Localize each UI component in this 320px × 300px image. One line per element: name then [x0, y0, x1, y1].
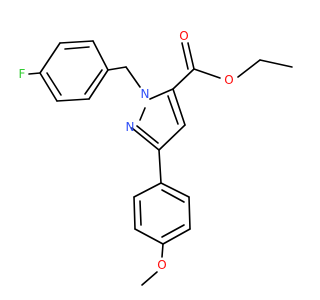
bond: [133, 182, 162, 198]
bond: [39, 72, 58, 102]
bond: [172, 68, 195, 90]
bond: [187, 42, 195, 70]
bond: [181, 42, 189, 70]
bond: [88, 69, 109, 100]
bond: [39, 42, 61, 74]
bond: [161, 189, 185, 203]
bond: [56, 98, 90, 102]
bond: [84, 69, 103, 95]
bond: [237, 59, 261, 78]
atom-label-ester-carbonyl-oxygen: O: [179, 29, 188, 43]
bond: [188, 196, 191, 230]
bond: [92, 40, 109, 71]
bond: [131, 127, 160, 151]
bond: [161, 243, 164, 258]
bond: [46, 72, 62, 96]
bond: [133, 196, 136, 230]
bond: [139, 200, 142, 226]
bond: [172, 88, 186, 126]
atom-label-ester-ether-oxygen: O: [224, 73, 233, 87]
atom-labels: F N N O O O: [19, 29, 234, 272]
bond: [158, 149, 162, 184]
bond: [64, 46, 90, 50]
structure-drawing: F N N O O O: [19, 29, 293, 286]
atom-label-n1: N: [141, 87, 150, 101]
bond: [149, 88, 174, 100]
bond: [136, 125, 159, 144]
bond: [259, 59, 293, 68]
bond: [134, 228, 164, 245]
atom-label-methoxy-oxygen: O: [157, 258, 166, 272]
bond: [139, 107, 146, 121]
bond: [167, 95, 179, 125]
bond: [161, 224, 185, 238]
bond: [141, 271, 158, 286]
bond: [160, 182, 190, 198]
bond: [59, 40, 94, 44]
bonds: [28, 40, 293, 286]
bond: [193, 68, 221, 79]
bond: [107, 66, 127, 71]
bond: [158, 124, 186, 151]
bond: [162, 228, 191, 245]
atom-label-n2: N: [126, 120, 135, 134]
structure-canvas: F N N O O O: [19, 29, 293, 286]
bond: [125, 66, 141, 88]
atom-label-fluorine: F: [19, 67, 26, 81]
bond: [28, 72, 41, 75]
